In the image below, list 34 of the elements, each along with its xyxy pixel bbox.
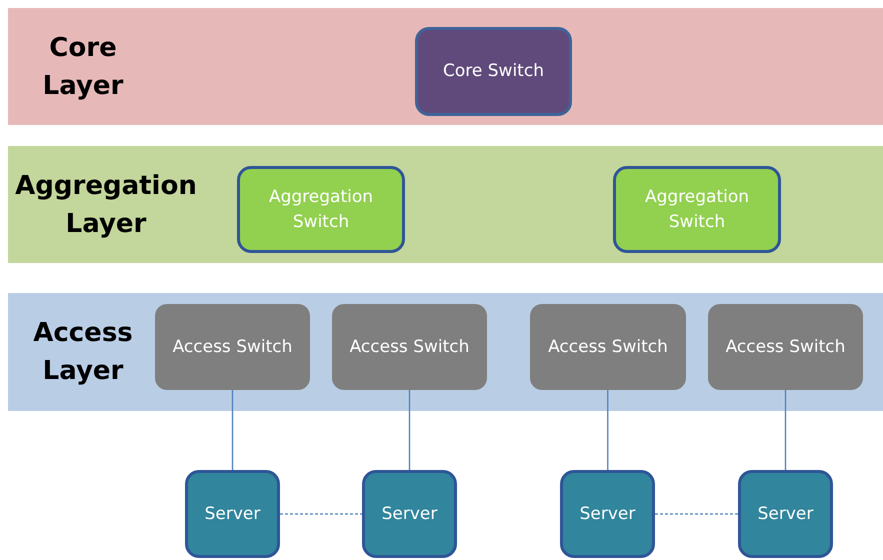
layer-band <box>8 293 883 411</box>
switch-box <box>415 27 572 116</box>
connector-line <box>408 390 410 470</box>
switch-label: Access Switch <box>547 336 669 358</box>
switch-box <box>530 304 686 390</box>
server-label: Server <box>578 502 636 526</box>
switch-label: Access Switch <box>348 336 470 358</box>
dashed-line <box>280 513 362 515</box>
server-label: Server <box>756 502 814 526</box>
switch-box <box>708 304 863 390</box>
switch-box <box>155 304 310 390</box>
switch-label: Access Switch <box>172 336 294 358</box>
switch-label: Aggregation Switch <box>268 186 374 234</box>
connector-line <box>784 390 786 470</box>
layer-band <box>8 146 883 263</box>
server-box <box>560 470 655 558</box>
layer-band <box>8 8 883 125</box>
switch-box <box>613 166 781 253</box>
switch-label: Aggregation Switch <box>644 186 750 234</box>
layer-heading: Access Layer <box>32 317 134 388</box>
switch-label: Core Switch <box>442 60 545 83</box>
server-box <box>362 470 457 558</box>
connector-line <box>607 390 608 470</box>
switch-box <box>332 304 487 390</box>
dashed-line <box>655 513 738 515</box>
layer-heading: Core Layer <box>42 32 124 102</box>
server-label: Server <box>380 502 438 526</box>
server-box <box>738 470 833 558</box>
switch-box <box>237 166 405 253</box>
server-box <box>185 470 280 558</box>
layer-heading: Aggregation Layer <box>14 170 198 240</box>
connector-line <box>232 390 234 470</box>
server-label: Server <box>204 502 262 526</box>
switch-label: Access Switch <box>724 336 846 358</box>
